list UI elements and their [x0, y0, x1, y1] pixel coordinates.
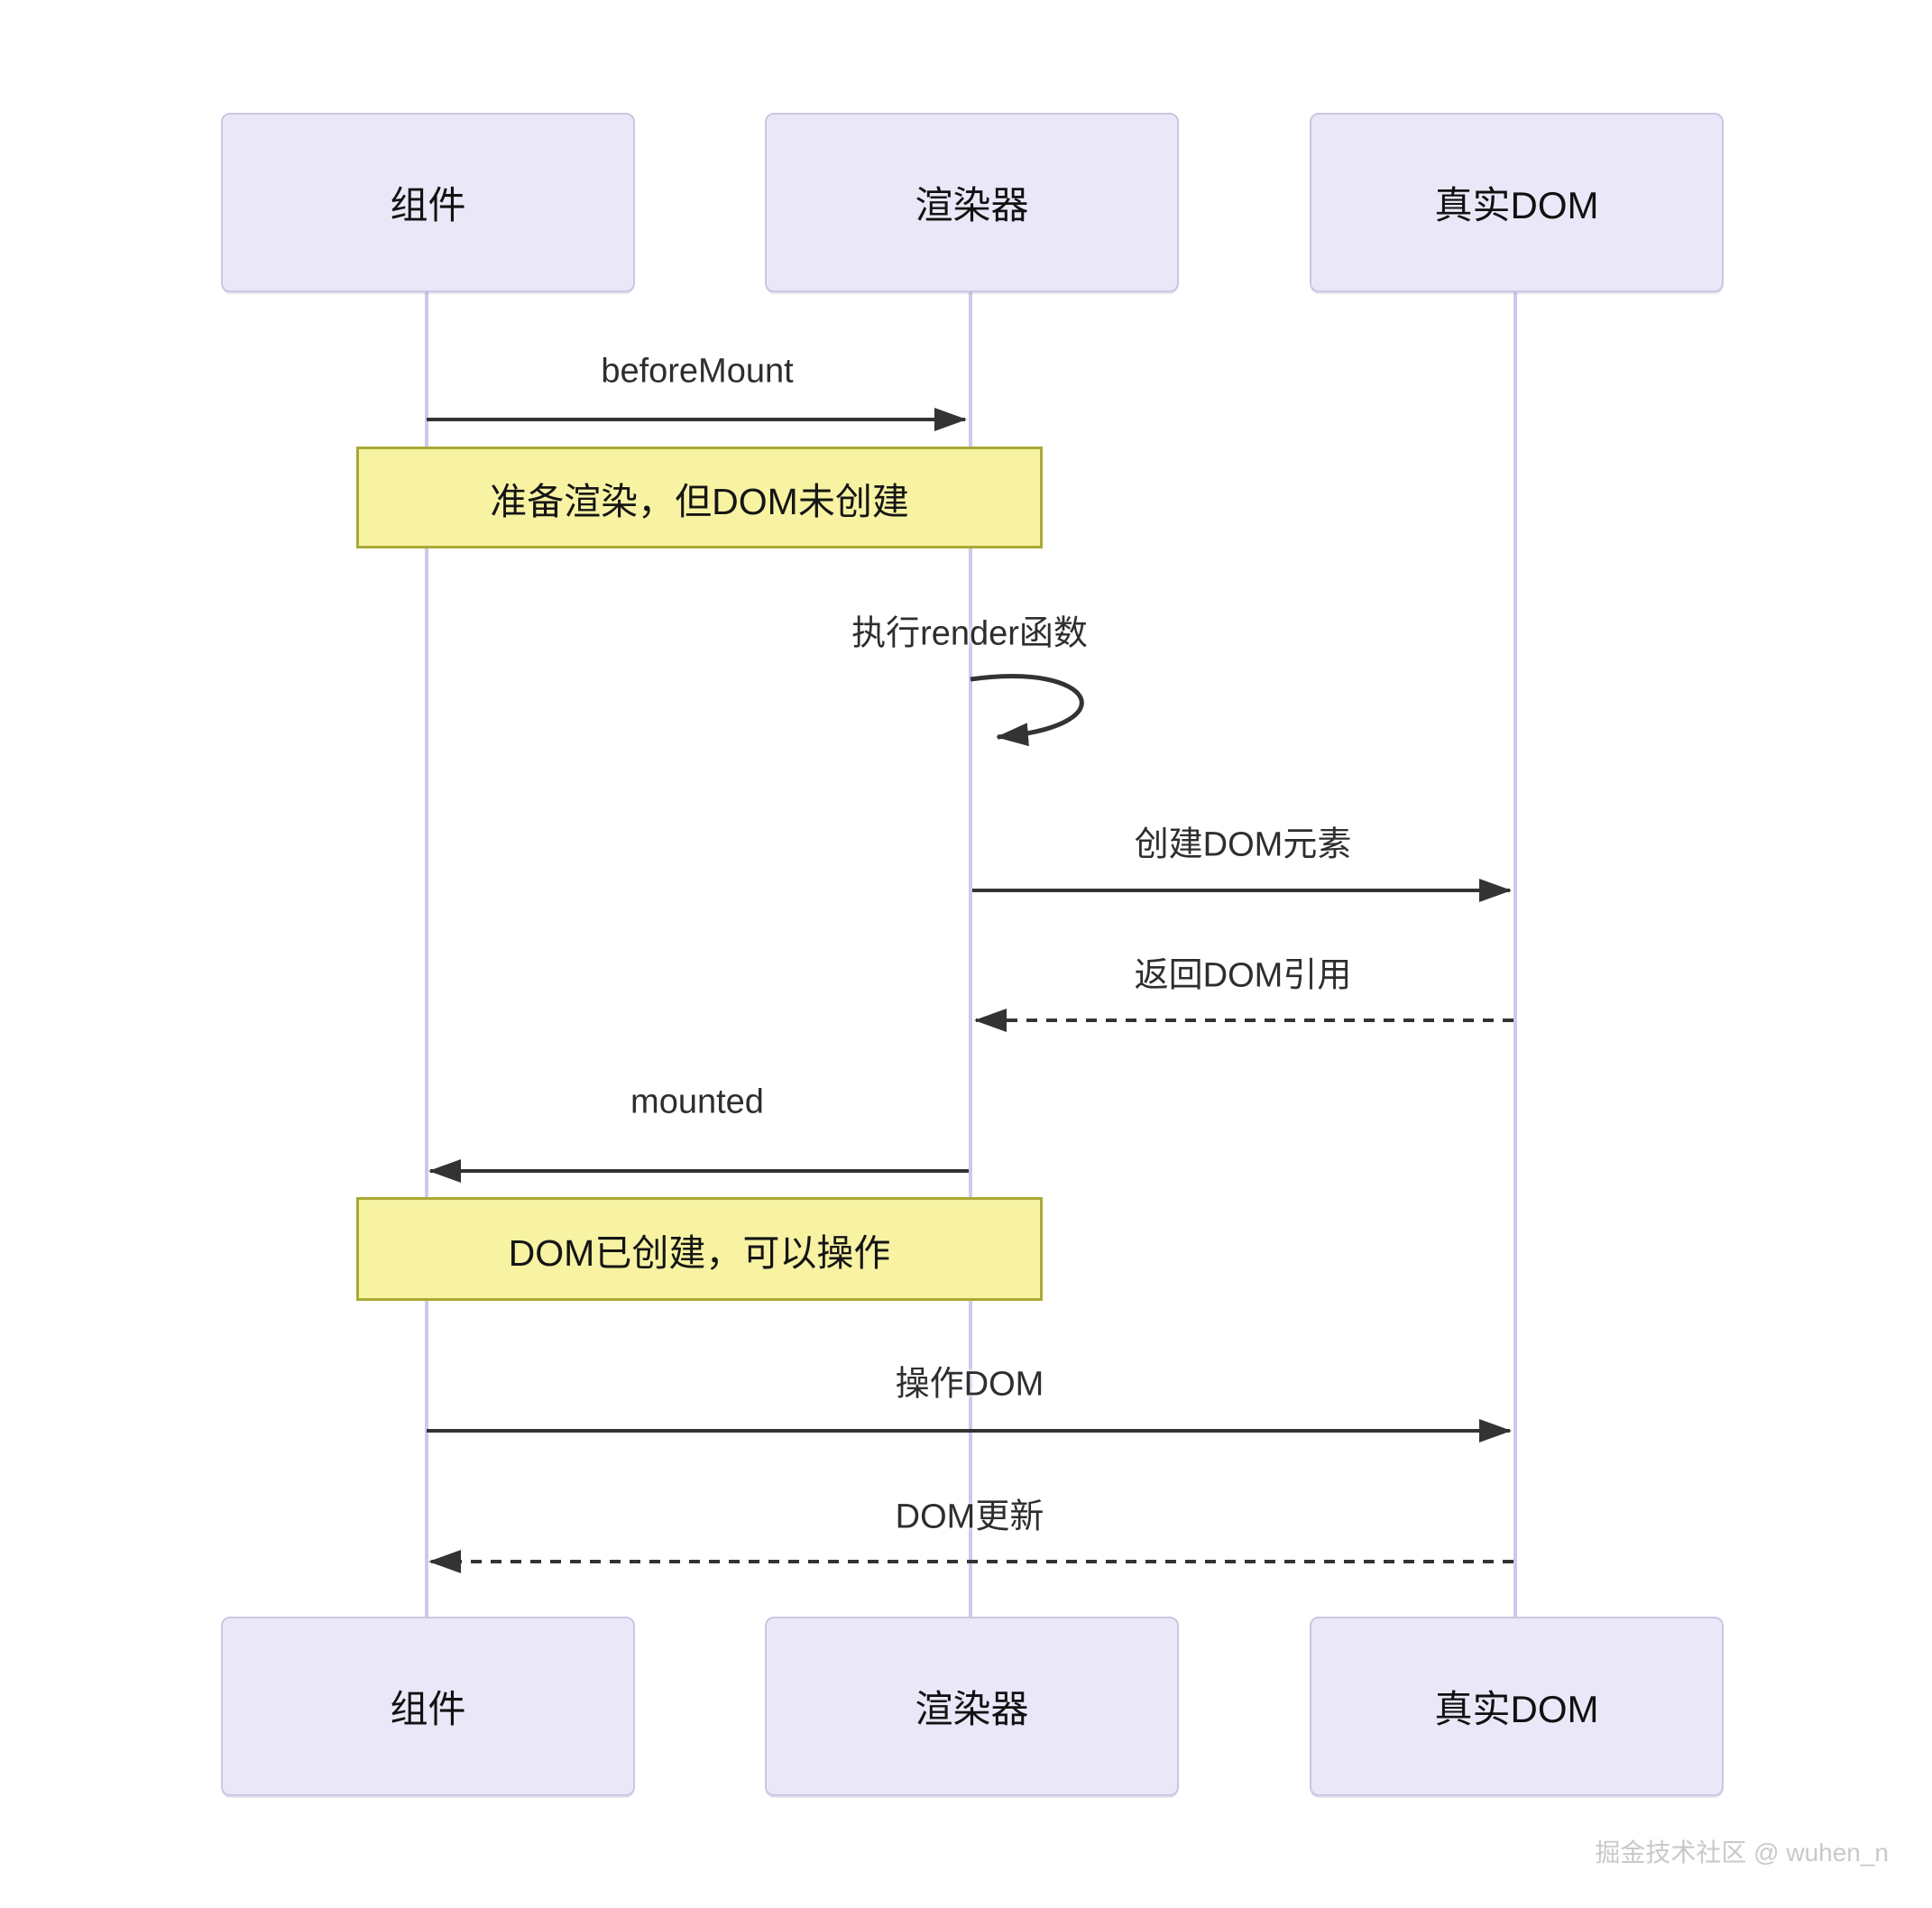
actor-top-real-dom: 真实DOM [1310, 113, 1724, 292]
actor-label: 渲染器 [915, 1688, 1029, 1730]
note-text: DOM已创建，可以操作 [508, 1231, 891, 1274]
lifeline-real-dom [1513, 289, 1517, 1617]
note-text: 准备渲染，但DOM未创建 [490, 480, 909, 522]
actor-label: 真实DOM [1434, 184, 1599, 226]
message-label-before-mount: beforeMount [601, 352, 794, 391]
actor-bottom-renderer: 渲染器 [765, 1617, 1179, 1796]
message-label-create-dom: 创建DOM元素 [1134, 825, 1352, 864]
watermark: 掘金技术社区 @ wuhen_n [1595, 1839, 1889, 1867]
actor-label: 真实DOM [1434, 1688, 1599, 1730]
message-label-return-dom-ref: 返回DOM引用 [1134, 956, 1352, 995]
note-prepare-render: 准备渲染，但DOM未创建 [356, 447, 1043, 548]
actor-top-renderer: 渲染器 [765, 113, 1179, 292]
actor-label: 组件 [390, 184, 466, 226]
actor-label: 渲染器 [915, 184, 1029, 226]
note-dom-created: DOM已创建，可以操作 [356, 1197, 1043, 1301]
lifeline-renderer [969, 289, 972, 1617]
actor-bottom-component: 组件 [221, 1617, 635, 1796]
actor-label: 组件 [390, 1688, 466, 1730]
message-label-mounted: mounted [630, 1083, 764, 1121]
message-label-operate-dom: 操作DOM [895, 1365, 1044, 1404]
message-label-exec-render: 执行render函数 [851, 614, 1088, 653]
arrow-exec-render-self-loop [970, 674, 1084, 747]
actor-bottom-real-dom: 真实DOM [1310, 1617, 1724, 1796]
actor-top-component: 组件 [221, 113, 635, 292]
lifeline-component [425, 289, 428, 1617]
message-label-dom-updated: DOM更新 [895, 1498, 1044, 1536]
